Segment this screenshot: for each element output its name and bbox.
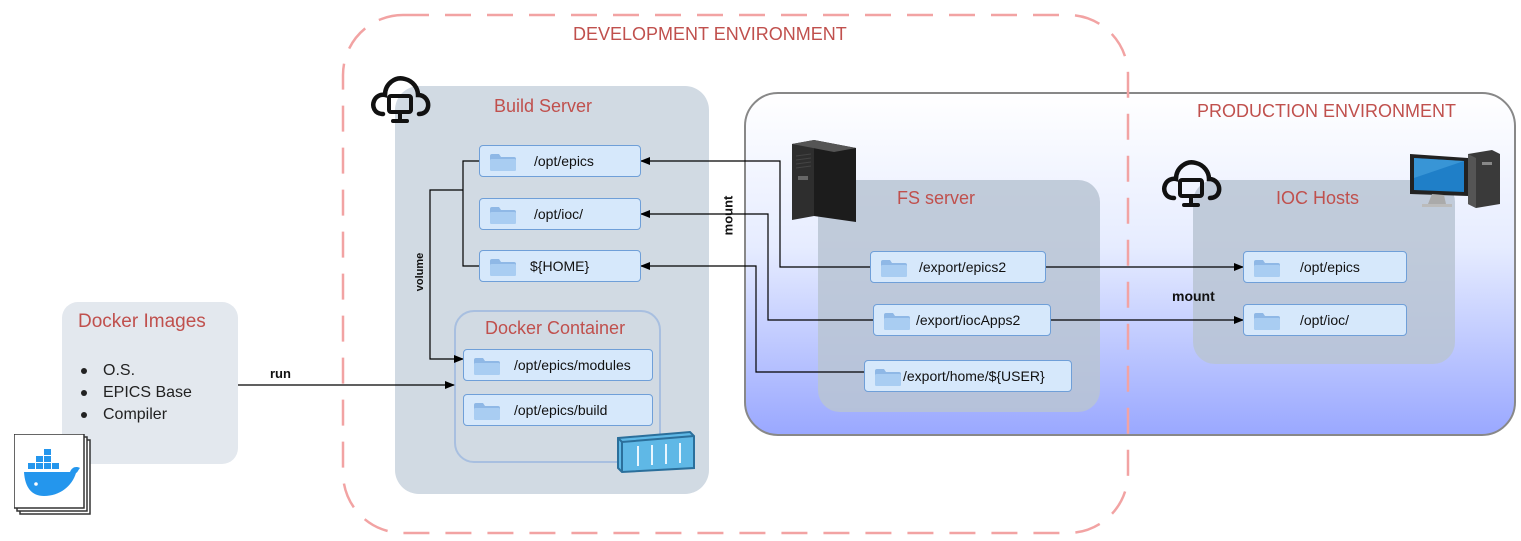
folder-icon — [884, 313, 910, 330]
container-folder-opt-epics-build[interactable]: /opt/epics/build — [463, 394, 653, 426]
fs-folder-export-iocapps2[interactable]: /export/iocApps2 — [873, 304, 1051, 336]
fs-server-title: FS server — [897, 188, 976, 208]
volume-arrow — [429, 189, 464, 363]
docker-images-item-compiler: Compiler — [78, 404, 192, 426]
fs-folder-export-epics2[interactable]: /export/epics2 — [870, 251, 1046, 283]
mount-edge-label-ioc: mount — [1172, 288, 1215, 304]
run-edge-label: run — [270, 366, 291, 381]
ioc-folder-opt-ioc[interactable]: /opt/ioc/ — [1243, 304, 1407, 336]
production-environment-title: PRODUCTION ENVIRONMENT — [1197, 101, 1457, 121]
docker-images-item-epics-base: EPICS Base — [78, 382, 192, 404]
folder-label: /opt/epics/modules — [514, 357, 631, 373]
folder-icon — [1254, 260, 1280, 277]
folder-label: /export/iocApps2 — [916, 312, 1021, 328]
build-server-title: Build Server — [494, 96, 593, 116]
docker-images-item-os: O.S. — [78, 360, 192, 382]
volume-bracket — [462, 160, 479, 267]
desktop-computer-icon — [1406, 148, 1504, 210]
ioc-hosts-title: IOC Hosts — [1276, 188, 1360, 208]
cloud-monitor-icon — [1160, 154, 1222, 210]
development-environment-title: DEVELOPMENT ENVIRONMENT — [573, 24, 847, 44]
ioc-folder-opt-epics[interactable]: /opt/epics — [1243, 251, 1407, 283]
folder-label: /opt/epics — [534, 153, 594, 169]
volume-edge-label: volume — [414, 252, 426, 292]
folder-icon — [474, 403, 500, 420]
folder-icon — [875, 369, 901, 386]
development-environment-border — [341, 13, 1130, 535]
folder-label: /opt/ioc/ — [534, 206, 584, 222]
folder-label: ${HOME} — [530, 258, 590, 274]
shipping-container-icon — [612, 426, 698, 476]
cloud-monitor-icon — [369, 70, 431, 126]
mount-arrow-epics — [640, 157, 870, 268]
folder-icon — [1254, 313, 1280, 330]
fs-folder-export-home-user[interactable]: /export/home/${USER} — [864, 360, 1072, 392]
folder-icon — [490, 154, 516, 171]
mount-arrow-ioc — [640, 210, 873, 321]
folder-label: /opt/epics — [1300, 259, 1360, 275]
docker-images-panel — [62, 302, 238, 464]
build-folder-home[interactable]: ${HOME} — [479, 250, 641, 282]
container-folder-opt-epics-modules[interactable]: /opt/epics/modules — [463, 349, 653, 381]
build-folder-opt-ioc[interactable]: /opt/ioc/ — [479, 198, 641, 230]
mount-edge-label-build: mount — [720, 195, 736, 236]
folder-label: /export/epics2 — [919, 259, 1007, 275]
server-tower-icon — [784, 136, 864, 226]
folder-icon — [474, 358, 500, 375]
folder-icon — [490, 259, 516, 276]
docker-whale-icon — [13, 433, 94, 516]
folder-icon — [490, 207, 516, 224]
build-folder-opt-epics[interactable]: /opt/epics — [479, 145, 641, 177]
docker-images-list: O.S. EPICS Base Compiler — [78, 360, 192, 426]
folder-label: /export/home/${USER} — [903, 368, 1045, 384]
folder-label: /opt/epics/build — [514, 402, 608, 418]
docker-container-title: Docker Container — [485, 318, 626, 338]
docker-container-box — [454, 310, 661, 463]
folder-label: /opt/ioc/ — [1300, 312, 1350, 328]
folder-icon — [881, 260, 907, 277]
mount-arrow-home — [640, 262, 864, 373]
docker-images-title: Docker Images — [78, 311, 206, 332]
